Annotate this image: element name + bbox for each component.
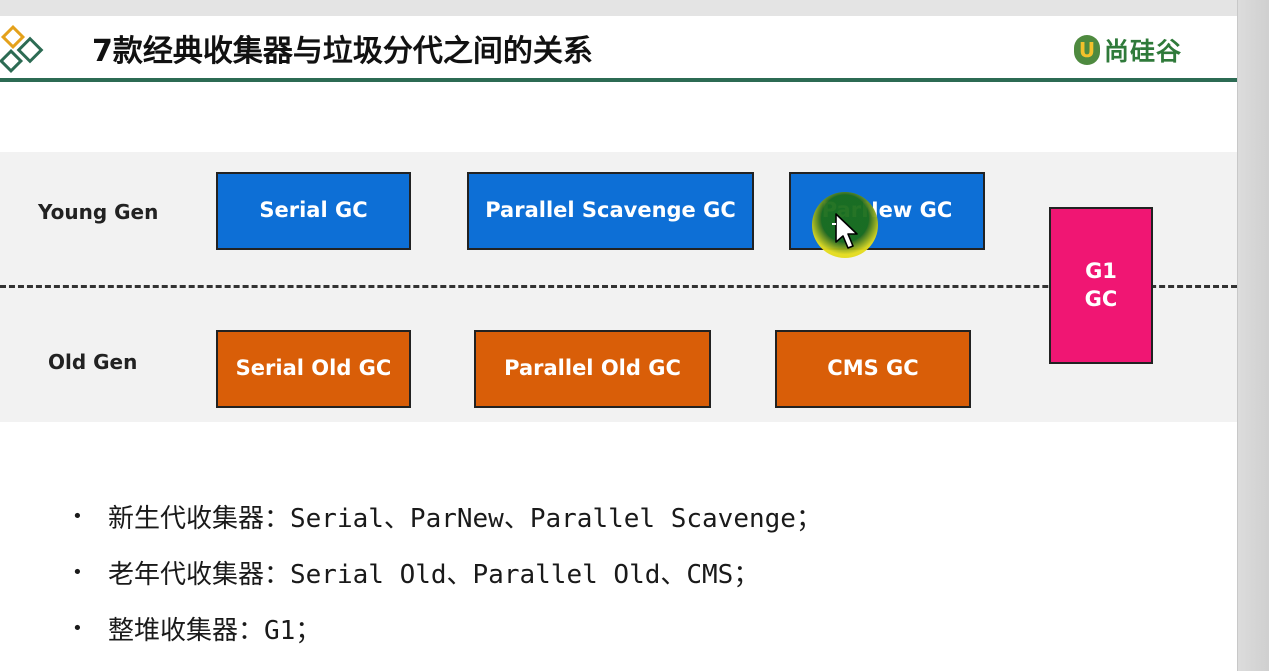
bullet-old: 老年代收集器：Serial Old、Parallel Old、CMS；: [108, 559, 760, 590]
parallel-old-gc-box: Parallel Old GC: [474, 330, 711, 408]
g1-label-line2: GC: [1084, 286, 1118, 311]
brand-name: 尚硅谷: [1104, 37, 1183, 66]
list-item: • 整堆收集器：G1；: [72, 600, 822, 656]
brand-logo: U 尚硅谷: [1074, 32, 1182, 68]
bullet-icon: •: [72, 561, 83, 583]
parallel-scavenge-gc-box: Parallel Scavenge GC: [467, 172, 754, 250]
bullet-icon: •: [72, 617, 83, 639]
generations-diagram: Young Gen Old Gen Serial GC Parallel Sca…: [0, 152, 1237, 422]
slide-title: 7款经典收集器与垃圾分代之间的关系: [92, 34, 593, 69]
collector-summary-list: • 新生代收集器：Serial、ParNew、Parallel Scavenge；…: [72, 488, 822, 656]
generation-divider: [0, 285, 1237, 288]
brand-u-icon: U: [1074, 35, 1100, 65]
slide: 7款经典收集器与垃圾分代之间的关系 U 尚硅谷 Young Gen Old Ge…: [0, 16, 1237, 671]
cms-gc-box: CMS GC: [775, 330, 971, 408]
g1-label-line1: G1: [1085, 259, 1117, 284]
g1-gc-box: G1 GC: [1049, 207, 1153, 364]
window-scroll-edge: [1237, 0, 1269, 671]
serial-old-gc-box: Serial Old GC: [216, 330, 411, 408]
young-gen-label: Young Gen: [38, 200, 159, 224]
move-cursor-icon: [832, 213, 858, 249]
list-item: • 老年代收集器：Serial Old、Parallel Old、CMS；: [72, 544, 822, 600]
list-item: • 新生代收集器：Serial、ParNew、Parallel Scavenge；: [72, 488, 822, 544]
bullet-icon: •: [72, 505, 83, 527]
bullet-whole-heap: 整堆收集器：G1；: [108, 615, 322, 646]
bullet-young: 新生代收集器：Serial、ParNew、Parallel Scavenge；: [108, 503, 822, 534]
old-gen-label: Old Gen: [48, 350, 138, 374]
title-bar: 7款经典收集器与垃圾分代之间的关系 U 尚硅谷: [0, 16, 1237, 82]
serial-gc-box: Serial GC: [216, 172, 411, 250]
diamond-logo-icon: [0, 24, 44, 74]
